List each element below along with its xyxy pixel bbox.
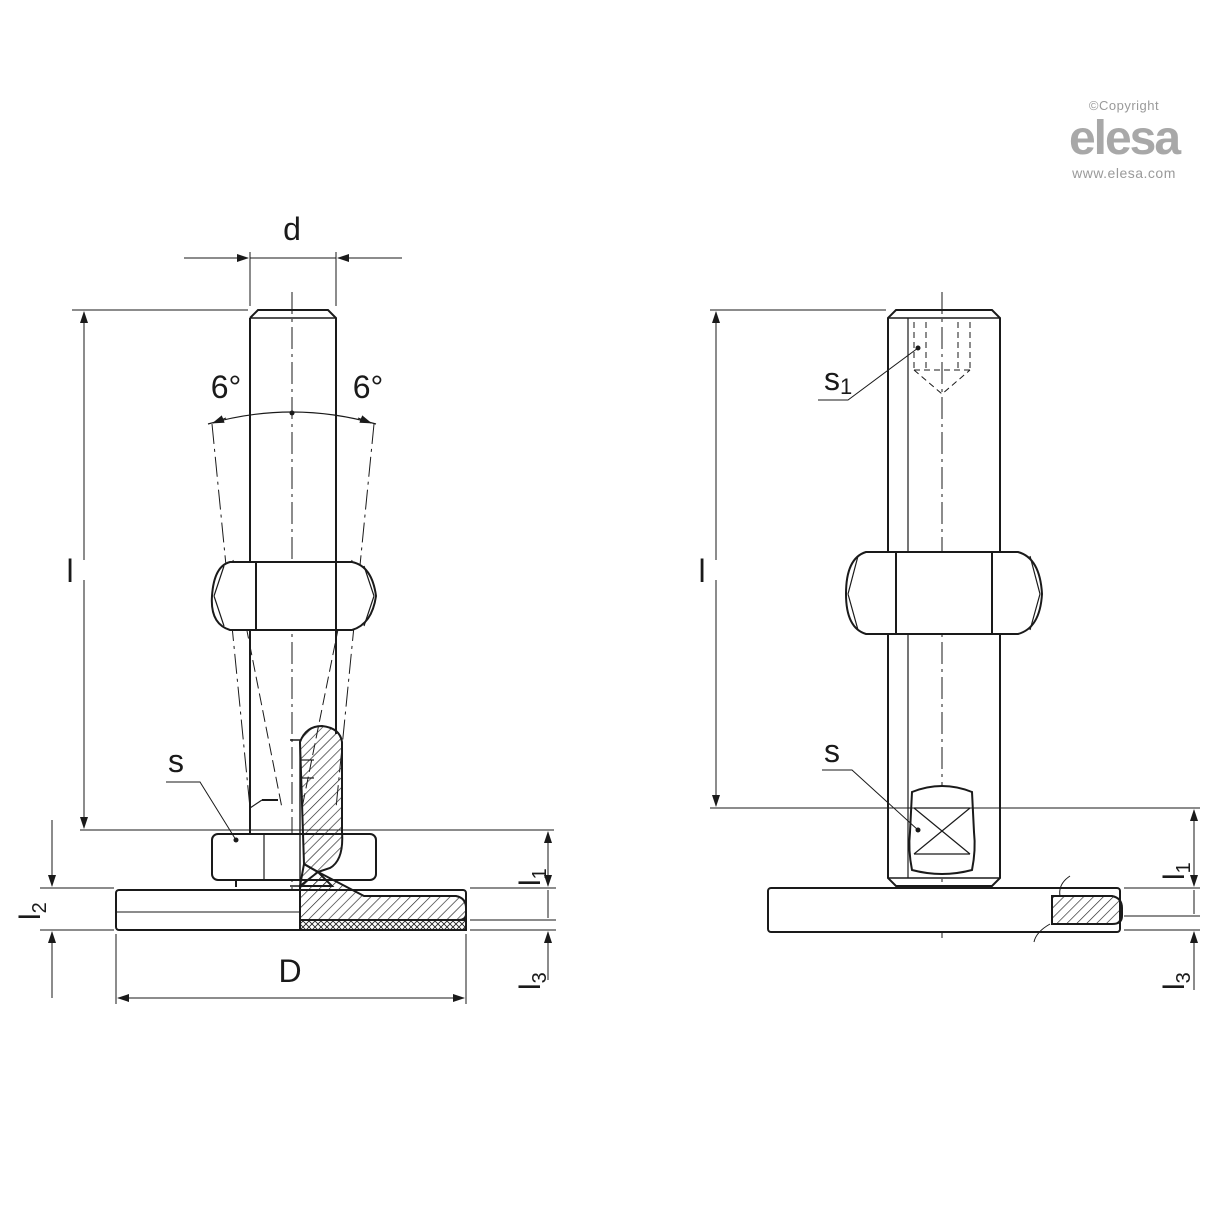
elesa-brand: ©Copyright elesa www.elesa.com [1044, 98, 1204, 181]
label-wrench-right: s [824, 733, 840, 769]
label-length-right: l [698, 553, 705, 589]
right-hex-nut [844, 551, 1044, 635]
elesa-logo: elesa [1068, 112, 1181, 165]
left-hex-nut [210, 561, 378, 631]
left-stud-top [249, 309, 337, 566]
plate-rubber-section [299, 919, 467, 931]
label-l2: l2 [14, 902, 51, 920]
copyright-text: ©Copyright [1088, 98, 1160, 113]
label-wrench-left: s [168, 743, 184, 779]
website-url: www.elesa.com [1072, 165, 1176, 181]
label-s1: s1 [824, 361, 852, 399]
label-angle-left: 6° [211, 369, 242, 405]
right-view [710, 292, 1200, 990]
label-l1-left: l1 [514, 868, 551, 886]
left-view [40, 252, 556, 1004]
label-d: d [283, 211, 301, 247]
label-diameter: D [278, 953, 301, 989]
label-l3-right: l3 [1158, 972, 1195, 990]
label-l1-right: l1 [1158, 862, 1195, 880]
plate-metal-section [299, 870, 467, 921]
right-plate-section [1051, 895, 1123, 925]
label-angle-right: 6° [353, 369, 384, 405]
ball-joint-section [298, 724, 344, 874]
label-l3-left: l3 [514, 972, 551, 990]
label-length-left: l [66, 553, 73, 589]
